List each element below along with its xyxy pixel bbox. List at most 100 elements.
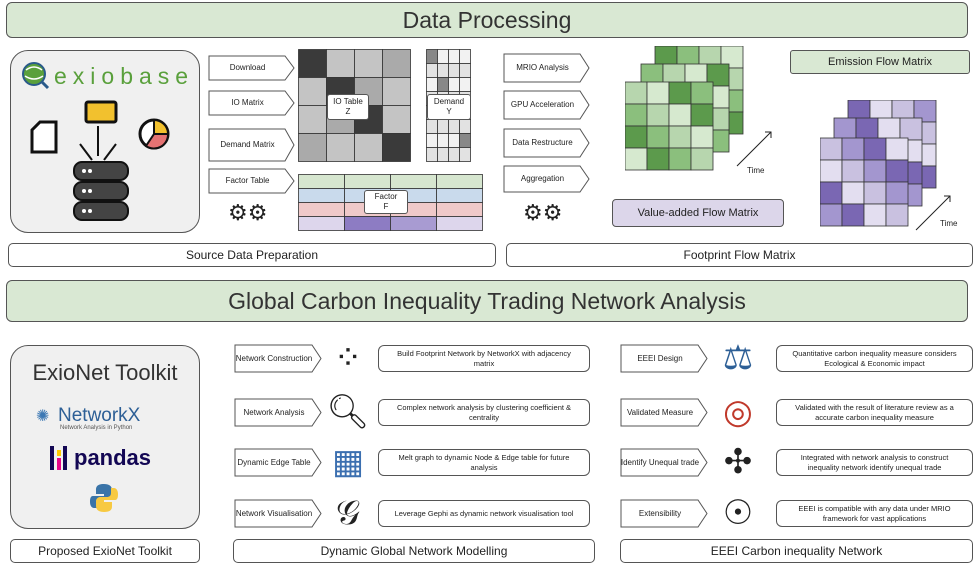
eeei-step-0-label: EEEI Design [637,353,683,363]
networkx-logo: ✺NetworkX Network Analysis in Python [36,405,141,431]
pie-chart-icon [138,118,170,150]
demand-cell [437,147,449,162]
demand-cell [448,147,460,162]
process-step-3-label: Aggregation [520,174,565,183]
green-matrix-cell [668,103,692,127]
green-matrix-cell [690,125,714,149]
folder-icon [84,100,118,124]
eeei-step-3-label: Extensibility [638,508,682,518]
io-cell [326,49,355,78]
eeei-caption: EEEI Carbon inequality Network [620,539,973,563]
table-icon: ▦ [331,443,365,481]
modelling-step-0: Network Construction [234,344,322,373]
factor-cell [344,174,391,189]
purple-matrix-cell [841,159,865,183]
toolkit-caption: Proposed ExioNet Toolkit [10,539,200,563]
demand-cell [426,49,438,64]
factor-cell [390,174,437,189]
green-matrix-cell [646,147,670,171]
modelling-step-0-label: Network Construction [235,353,313,363]
purple-matrix-cell [820,181,843,205]
network-analysis-banner: Global Carbon Inequality Trading Network… [6,280,968,322]
data-processing-banner: Data Processing [6,2,968,38]
eeei-desc-1: Validated with the result of literature … [776,399,973,426]
process-step-3: Aggregation [503,165,590,193]
source-step-1: IO Matrix [208,90,295,116]
exiobase-logo-text: exiobase [54,63,194,89]
demand-cell [459,49,471,64]
green-matrix-cell [625,81,648,105]
green-matrix-cell [646,103,670,127]
purple-matrix-cell [855,117,879,141]
globe-icon [22,62,50,90]
factor-cell [298,174,345,189]
green-matrix-cell [625,147,648,171]
io-cell [382,105,411,134]
factor-cell [436,174,483,189]
time-arrow-1 [736,131,772,167]
green-matrix-cell [668,81,692,105]
source-step-2: Demand Matrix [208,128,295,162]
green-matrix-cell [625,125,648,149]
modelling-desc-0: Build Footprint Network by NetworkX with… [378,345,590,372]
modelling-step-2: Dynamic Edge Table [234,448,322,477]
source-step-3-label: Factor Table [225,176,270,185]
time-label-2: Time [940,219,958,228]
factor-cell [436,202,483,217]
demand-cell [459,77,471,92]
purple-matrix-cell [885,137,909,161]
scales-icon: ⚖ [722,339,754,377]
purple-matrix-cell [820,203,843,227]
footprint-flow-caption: Footprint Flow Matrix [506,243,973,267]
networkx-icon: ✺ [36,408,50,425]
purple-matrix-cell [885,159,909,183]
network-graph-icon: ⁘ [333,339,363,377]
demand-cell [426,77,438,92]
purple-matrix-cell [885,203,909,227]
modelling-step-1: Network Analysis [234,398,322,427]
eeei-step-1: Validated Measure [620,398,708,427]
demand-cell [426,133,438,148]
green-matrix-cell [690,147,714,171]
purple-matrix-cell [877,117,901,141]
demand-cell [437,63,449,78]
source-step-1-label: IO Matrix [231,98,264,107]
io-cell [382,49,411,78]
io-table-matrix [298,49,411,162]
eeei-step-2-label: Identify Unequal trade [620,457,700,467]
source-step-0: Download [208,55,295,81]
io-cell [298,105,327,134]
purple-matrix-cell [885,181,909,205]
demand-cell [437,49,449,64]
purple-matrix-cell [820,137,843,161]
exiobase-illustration: exiobase [22,62,194,221]
eeei-step-0: EEEI Design [620,344,708,373]
purple-matrix-cell [833,117,857,141]
demand-cell [459,63,471,78]
demand-cell [437,133,449,148]
hub-icon: ✣ [723,443,753,481]
green-matrix-cell [690,81,714,105]
purple-matrix-cell [863,159,887,183]
factor-cell [390,216,437,231]
io-cell [298,49,327,78]
factor-cell [344,216,391,231]
gears-icon-2: ⚙⚙ [523,200,563,225]
modelling-caption: Dynamic Global Network Modelling [233,539,595,563]
value-added-flow-label: Value-added Flow Matrix [612,199,784,227]
eeei-step-2: Identify Unequal trade [620,448,708,477]
green-matrix-cell [668,147,692,171]
magnifier-chart-icon: 🔍︎ [326,393,370,431]
modelling-step-3: Network Visualisation [234,499,322,528]
demand-cell [437,77,449,92]
io-cell [326,133,355,162]
green-matrix-cell [668,125,692,149]
demand-cell [459,133,471,148]
purple-matrix-cell [841,181,865,205]
demand-cell [448,63,460,78]
io-cell [298,133,327,162]
purple-matrix-cell [863,203,887,227]
target-icon: ◎ [723,393,753,431]
database-icon [73,161,129,221]
